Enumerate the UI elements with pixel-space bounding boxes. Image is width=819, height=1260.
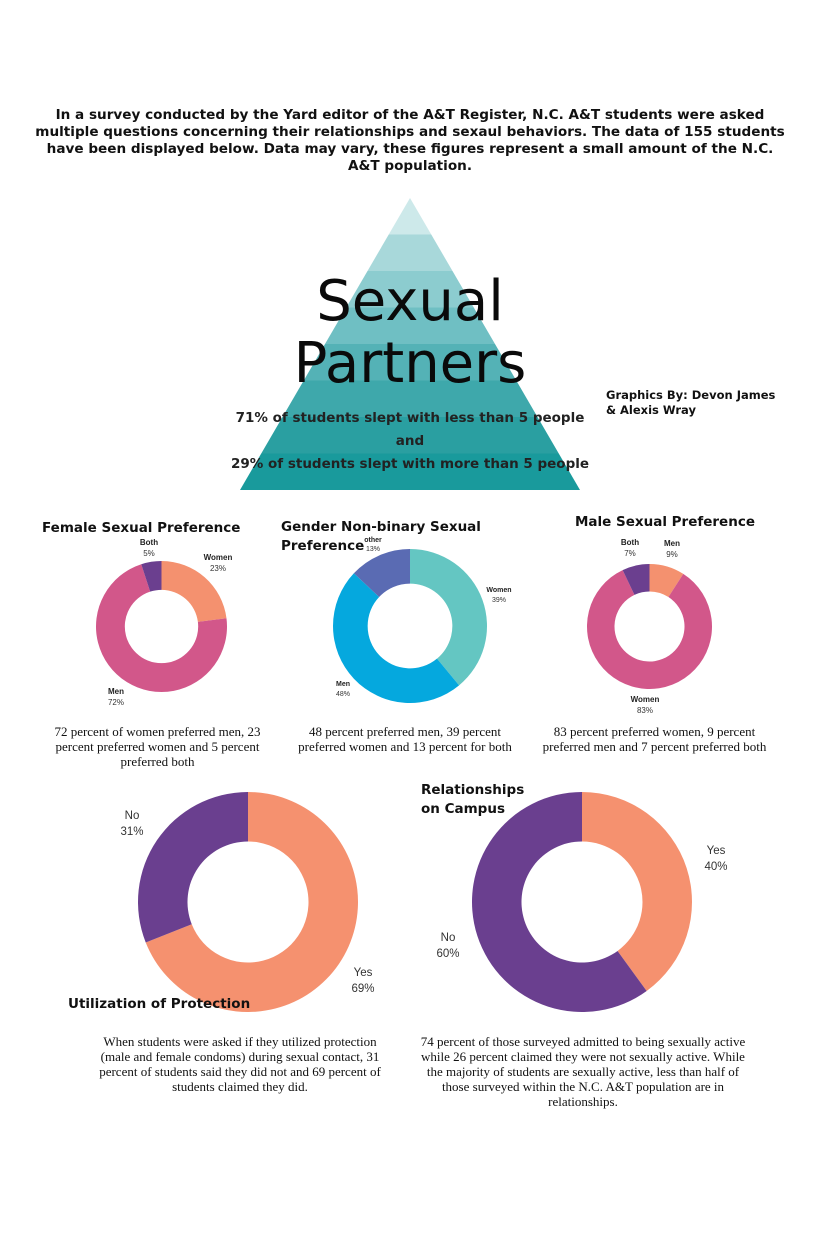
relationships-title-line1: Relationships <box>421 782 525 798</box>
donut-slice-women <box>161 561 227 622</box>
protection-caption: When students were asked if they utilize… <box>99 1034 381 1094</box>
female-preference-donut <box>96 561 227 692</box>
pyramid-band <box>367 234 453 271</box>
protection-label-no: No 31% <box>114 808 150 840</box>
relationships-title: Relationships on Campus <box>421 781 524 819</box>
credits-line2: & Alexis Wray <box>606 403 696 417</box>
pyramid-band <box>282 380 538 417</box>
donut-slice-yes <box>582 792 692 991</box>
male-preference-title: Male Sexual Preference <box>575 514 755 530</box>
relationships-label-no-value: 60% <box>436 948 460 960</box>
pyramid-band <box>388 198 432 235</box>
donut-slice-no <box>138 792 248 943</box>
pyramid-line-less-than-5: 71% of students slept with less than 5 p… <box>235 410 585 426</box>
donut-slice-men <box>649 564 684 598</box>
donut-slice-women <box>410 549 487 686</box>
relationships-label-no-text: No <box>440 932 456 944</box>
protection-label-yes: Yes 69% <box>345 965 381 997</box>
pyramid-band <box>261 417 559 454</box>
protection-title: Utilization of Protection <box>68 996 251 1012</box>
pyramid-band <box>303 344 517 381</box>
pyramid-band <box>325 307 495 344</box>
relationships-title-line2: on Campus <box>421 801 505 817</box>
pyramid-line-and: and <box>395 433 425 449</box>
male-preference-caption: 83 percent preferred women, 9 percent pr… <box>542 724 767 754</box>
nonbinary-title-line1: Gender Non-binary Sexual <box>281 519 481 535</box>
intro-paragraph: In a survey conducted by the Yard editor… <box>35 107 785 174</box>
nonbinary-preference-donut <box>333 549 487 703</box>
protection-label-yes-text: Yes <box>353 967 373 979</box>
protection-donut <box>138 792 358 1012</box>
credits-line1: Graphics By: Devon James <box>606 388 776 402</box>
nonbinary-preference-title: Gender Non-binary Sexual Preference <box>281 518 481 556</box>
relationships-donut <box>472 792 692 1012</box>
donut-slice-both <box>141 561 162 592</box>
nonbinary-preference-caption: 48 percent preferred men, 39 percent pre… <box>298 724 512 754</box>
nonbinary-title-line2: Preference <box>281 538 365 554</box>
protection-label-no-text: No <box>124 810 140 822</box>
donut-slice-no <box>472 792 647 1012</box>
donut-slice-both <box>622 564 650 595</box>
donut-slice-men <box>96 564 227 692</box>
graphics-credits: Graphics By: Devon James & Alexis Wray <box>606 388 776 418</box>
relationships-label-yes-text: Yes <box>706 845 726 857</box>
donut-slice-other <box>353 549 410 598</box>
pyramid-graphic <box>240 198 580 490</box>
relationships-label-yes: Yes 40% <box>698 843 734 875</box>
pyramid-band <box>240 453 580 490</box>
protection-label-yes-value: 69% <box>351 983 375 995</box>
protection-label-no-value: 31% <box>120 826 144 838</box>
sexual-partners-pyramid <box>240 198 580 493</box>
donut-slice-yes <box>145 792 358 1012</box>
male-preference-donut <box>587 564 712 689</box>
relationships-label-no: No 60% <box>430 930 466 962</box>
donut-slice-women <box>587 570 712 689</box>
female-preference-caption: 72 percent of women preferred men, 23 pe… <box>54 724 261 769</box>
pyramid-band <box>346 271 474 308</box>
female-preference-title: Female Sexual Preference <box>42 520 241 536</box>
pyramid-title-line2: Partners <box>293 331 527 396</box>
relationships-caption: 74 percent of those surveyed admitted to… <box>420 1034 746 1109</box>
pyramid-title-line1: Sexual <box>316 269 504 334</box>
donut-slice-men <box>333 573 460 703</box>
relationships-label-yes-value: 40% <box>704 861 728 873</box>
pyramid-line-more-than-5: 29% of students slept with more than 5 p… <box>230 456 590 472</box>
